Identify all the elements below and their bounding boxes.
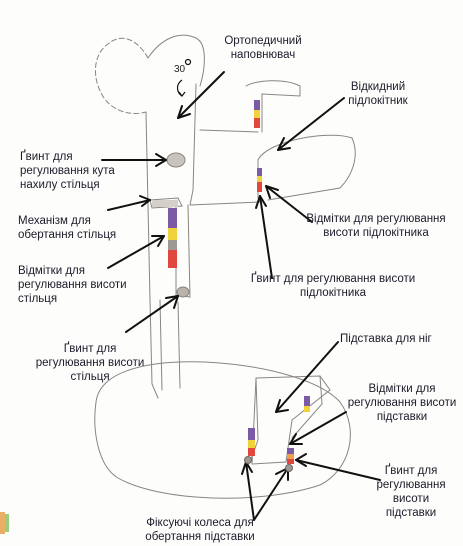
angle-label: 30 — [174, 64, 185, 75]
label-tilt-screw: Ґвинт для регулювання кута нахилу стільц… — [20, 150, 140, 192]
arrow-footrest-screw — [296, 460, 380, 480]
label-rotation-mechanism: Механізм для обертання стільця — [18, 214, 138, 242]
arrow-footrest-marks — [290, 412, 346, 444]
label-footrest-screw: Ґвинт для регулювання висоти підставки — [372, 464, 450, 520]
armrest-height-marks — [257, 168, 262, 192]
armrest-top-marks — [254, 100, 260, 128]
label-ortho-filler: Ортопедичний наповнювач — [208, 34, 318, 62]
arrow-folding-armrest — [278, 98, 344, 150]
label-armrest-marks: Відмітки для регулювання висоти підлокіт… — [296, 212, 456, 240]
label-footrest-wheels: Фіксуючі колеса для обертання підставки — [130, 516, 270, 544]
label-folding-armrest: Відкидний підлокітник — [340, 80, 416, 108]
label-footrest-marks: Відмітки для регулювання висоти підставк… — [344, 382, 460, 424]
arrow-armrest-screw — [260, 196, 272, 278]
arrow-ortho-filler — [178, 72, 224, 118]
label-armrest-screw: Ґвинт для регулювання висоти підлокітник… — [248, 272, 418, 300]
seat-height-marks — [168, 208, 177, 268]
arrow-wheel-left — [246, 462, 254, 520]
corner-smudge — [0, 512, 9, 534]
label-seat-height-screw: Ґвинт для регулювання висоти стільця — [30, 342, 150, 384]
label-footrest: Підставка для ніг — [340, 332, 450, 346]
label-seat-height-marks: Відмітки для регулювання висоти стільця — [18, 264, 138, 306]
